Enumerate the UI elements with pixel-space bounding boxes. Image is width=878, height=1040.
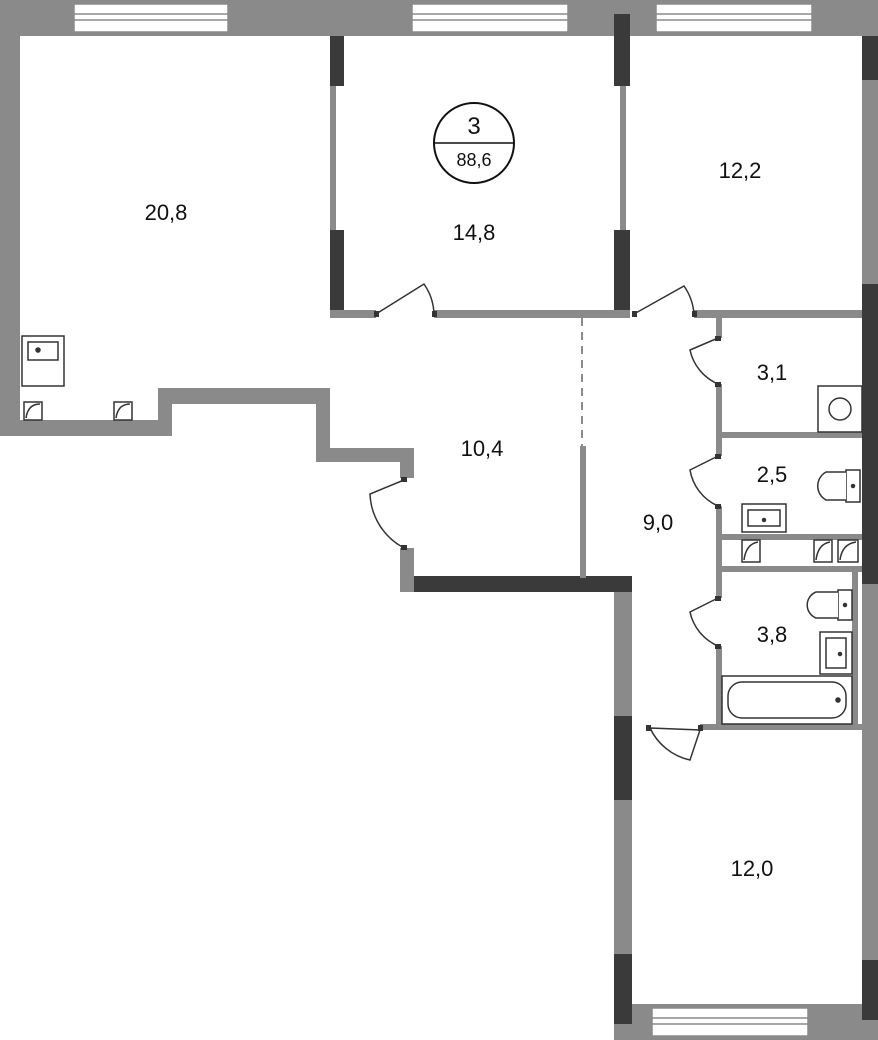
toilet-icon	[806, 589, 853, 621]
washing-machine-icon	[817, 385, 863, 433]
badge-total-area: 88,6	[456, 150, 491, 170]
room-area-hall: 10,4	[461, 436, 504, 461]
kitchen-sink-icon	[21, 335, 65, 387]
vent-shaft-icon	[23, 401, 43, 421]
room-area-bedroom-bottom: 12,0	[731, 856, 774, 881]
room-area-living: 20,8	[145, 200, 188, 225]
room-area-bedroom-right: 12,2	[719, 158, 762, 183]
room-area-corridor: 9,0	[643, 510, 674, 535]
windows	[73, 3, 813, 1037]
vent-shaft-icon	[813, 539, 833, 563]
badge-room-count: 3	[467, 113, 480, 140]
room-area-wc: 2,5	[757, 462, 788, 487]
vent-shaft-icon	[837, 539, 859, 563]
door-jambs	[374, 311, 721, 731]
toilet-icon	[817, 469, 861, 503]
balcony-strip	[20, 396, 158, 420]
vent-shaft-icon	[113, 401, 133, 421]
room-area-bedroom-center: 14,8	[453, 220, 496, 245]
washbasin-icon	[741, 503, 787, 533]
room-labels: 20,8 14,8 12,2 10,4 9,0 3,1 2,5 3,8 12,0	[145, 158, 788, 881]
room-area-laundry: 3,1	[757, 360, 788, 385]
apartment-badge: 3 88,6	[433, 102, 515, 184]
washbasin-icon	[819, 631, 853, 675]
interior-walls	[330, 86, 862, 730]
structural-walls	[330, 14, 878, 1024]
bathtub-icon	[721, 675, 853, 725]
vent-shaft-icon	[741, 539, 761, 563]
fixtures	[21, 335, 863, 725]
room-area-bathroom: 3,8	[757, 622, 788, 647]
